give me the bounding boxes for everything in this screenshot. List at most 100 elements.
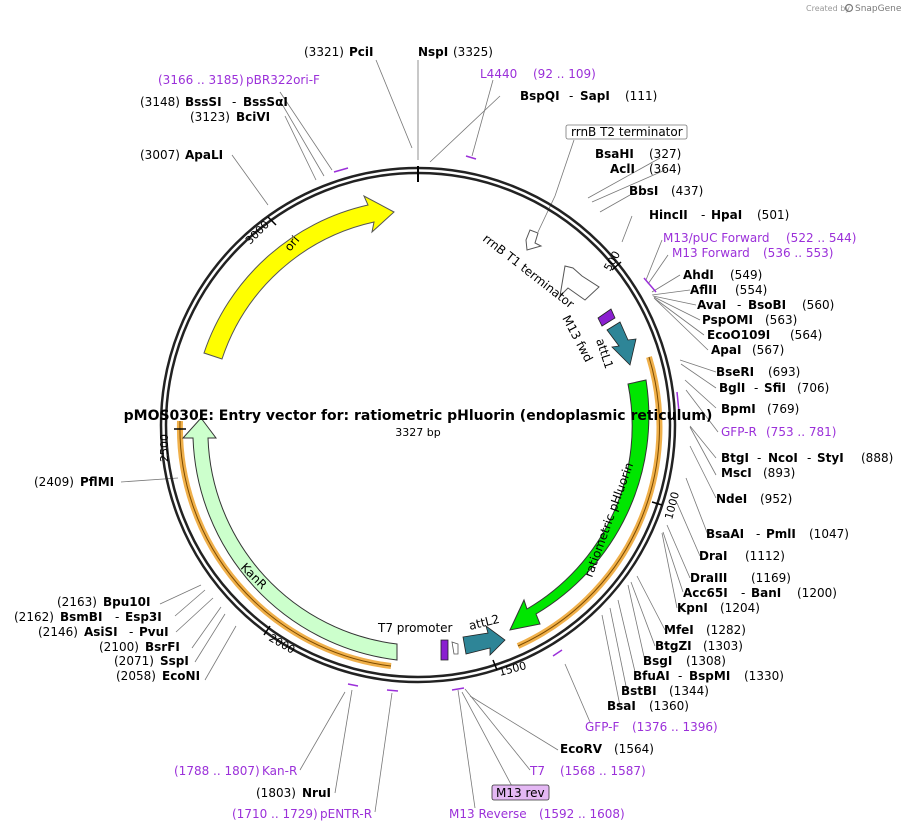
scale-ticks <box>174 216 663 671</box>
site-nspi: NspI <box>418 45 448 59</box>
bcivi-pos: (3123) <box>190 110 230 124</box>
box-rrnbt2 <box>565 124 688 140</box>
sep-avai: - <box>737 298 741 312</box>
site-bsrfi: BsrFI <box>145 640 180 654</box>
pbr-pos: (3166 .. 3185) <box>158 73 244 87</box>
nsp-pos: (3325) <box>453 45 493 59</box>
site-btgi: BtgI <box>721 451 749 465</box>
site-bsssai: BssSαI <box>243 95 288 109</box>
site-labels-left: (2058) EcoNI (2071) SspI (2100) BsrFI (2… <box>14 475 200 683</box>
site-sapi: SapI <box>580 89 610 103</box>
label-t7promoter: T7 promoter <box>377 621 453 635</box>
label-rrnbt2: rrnB T2 terminator <box>571 125 683 139</box>
eco109-pos: (564) <box>790 328 822 342</box>
site-bsaai: BsaAI <box>706 527 744 541</box>
feature-t7-promoter-outline[interactable] <box>451 641 459 655</box>
site-aflii: AflII <box>690 283 717 297</box>
primer-pentr: pENTR-R <box>320 807 372 821</box>
feature-rrnbt1[interactable] <box>559 265 600 301</box>
sep-bsaai: - <box>756 527 760 541</box>
site-kpni: KpnI <box>677 601 708 615</box>
feature-attl2[interactable] <box>462 624 506 656</box>
box-m13rev <box>491 784 550 801</box>
site-bspmi: BspMI <box>689 669 730 683</box>
site-nrui: NruI <box>302 786 331 800</box>
feature-ratiometric-phluorin[interactable] <box>509 379 650 631</box>
orange-bands <box>176 356 663 669</box>
site-bpu10i: Bpu10I <box>103 595 150 609</box>
site-bgli: BglI <box>719 381 745 395</box>
leader-lines <box>120 59 719 813</box>
site-pspomi: PspOMI <box>702 313 753 327</box>
plasmid-size: 3327 bp <box>395 426 440 439</box>
draiii-pos: (1169) <box>751 571 791 585</box>
sep-bsssi: - <box>232 95 236 109</box>
pspomi-pos: (563) <box>765 313 797 327</box>
site-bsahi: BsaHI <box>595 147 634 161</box>
label-m13fwd: M13 fwd <box>559 313 595 365</box>
site-avai: AvaI <box>697 298 726 312</box>
site-labels-top: (3321) PciI NspI (3325) L4440 (92 .. 109… <box>140 45 657 162</box>
pci-pos: (3321) <box>304 45 344 59</box>
feature-m13fwd[interactable] <box>597 308 616 327</box>
site-bseri: BseRI <box>716 365 754 379</box>
l4440-pos: (92 .. 109) <box>533 67 596 81</box>
site-bsmbi: BsmBI <box>60 610 102 624</box>
bani-pos: (1200) <box>797 586 837 600</box>
kpni-pos: (1204) <box>720 601 760 615</box>
site-bfuai: BfuAI <box>633 669 670 683</box>
site-bcivi: BciVI <box>236 110 270 124</box>
site-apai: ApaI <box>711 343 741 357</box>
site-ecorv: EcoRV <box>560 742 603 756</box>
site-bani: BanI <box>751 586 781 600</box>
bspmi-pos: (1330) <box>744 669 784 683</box>
site-mfei: MfeI <box>664 623 694 637</box>
site-esp3i: Esp3I <box>125 610 162 624</box>
apai-pos: (567) <box>752 343 784 357</box>
primer-m13puc: M13/pUC Forward <box>663 231 770 245</box>
msci-pos: (893) <box>763 466 795 480</box>
sspi-pos: (2071) <box>114 654 154 668</box>
bsssi-pos: (3148) <box>140 95 180 109</box>
gfpf-pos: (1376 .. 1396) <box>632 720 718 734</box>
feature-rrnbt2[interactable] <box>525 229 543 251</box>
drai-pos: (1112) <box>745 549 785 563</box>
sep-bgli: - <box>754 381 758 395</box>
feature-attl1[interactable] <box>606 321 637 366</box>
bseri-pos: (693) <box>768 365 800 379</box>
bsahi-pos: (327) <box>649 147 681 161</box>
snapgene-credit: Created by SnapGene <box>806 3 902 14</box>
m13puc-pos: (522 .. 544) <box>786 231 856 245</box>
bpmi-pos: (769) <box>767 402 799 416</box>
apali-pos: (3007) <box>140 148 180 162</box>
site-acli: AclI <box>610 162 635 176</box>
site-apali: ApaLI <box>185 148 223 162</box>
econi-pos: (2058) <box>116 669 156 683</box>
feature-t7-promoter[interactable] <box>440 639 449 661</box>
site-sspi: SspI <box>160 654 189 668</box>
site-btgzi: BtgZI <box>655 639 692 653</box>
primer-gfpf: GFP-F <box>585 720 620 734</box>
site-bpmi: BpmI <box>721 402 756 416</box>
primer-marks <box>333 155 680 692</box>
mfei-pos: (1282) <box>706 623 746 637</box>
bbsi-pos: (437) <box>671 184 703 198</box>
site-hincii: HincII <box>649 208 688 222</box>
acli-pos: (364) <box>649 162 681 176</box>
ndei-pos: (952) <box>760 492 792 506</box>
site-labels-right: BsaHI (327) AclI (364) BbsI (437) HincII… <box>585 147 893 734</box>
site-bsgi: BsgI <box>643 654 672 668</box>
feature-kanr[interactable] <box>181 417 398 661</box>
bstbi-pos: (1344) <box>669 684 709 698</box>
btgzi-pos: (1303) <box>703 639 743 653</box>
primer-kanr: Kan-R <box>262 764 297 778</box>
aflii-pos: (554) <box>735 283 767 297</box>
pentr-pos: (1710 .. 1729) <box>232 807 318 821</box>
site-pfimi: PflMI <box>80 475 114 489</box>
sep-bsmbi: - <box>115 610 119 624</box>
site-bstbi: BstBI <box>621 684 657 698</box>
site-styi: StyI <box>817 451 844 465</box>
feature-ori[interactable] <box>203 194 395 360</box>
label-ratiometric-phluorin: ratiometric pHluorin <box>582 461 637 579</box>
